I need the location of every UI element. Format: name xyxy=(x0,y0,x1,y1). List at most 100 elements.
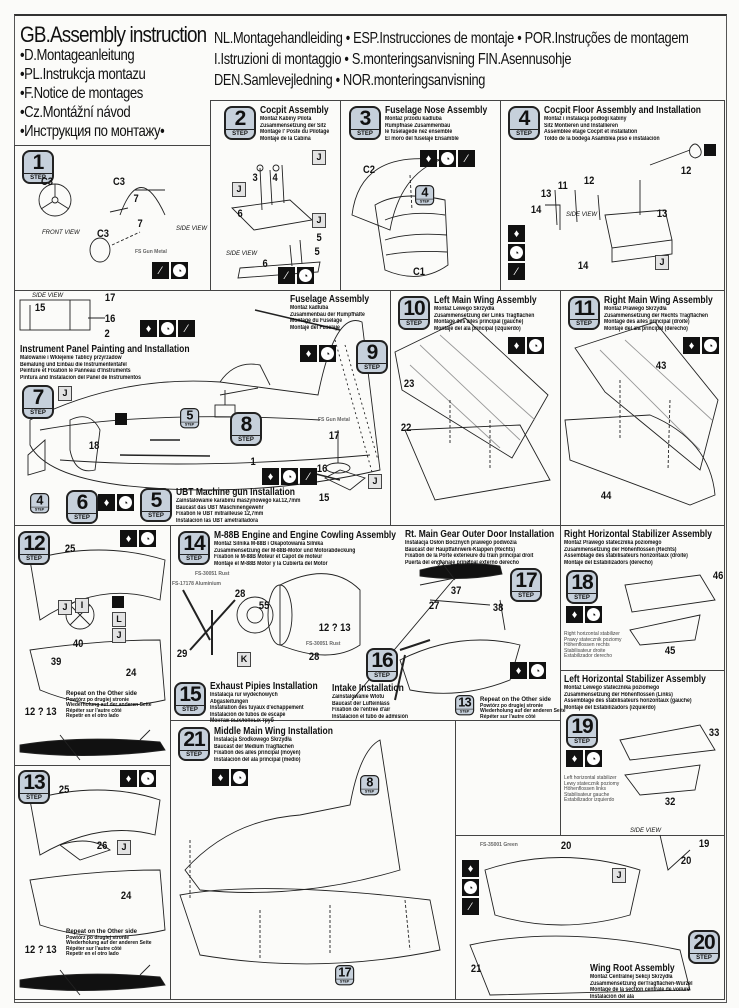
part-number: 24 xyxy=(120,890,132,902)
step-translation: Installation des tuyaux d'echappement xyxy=(210,705,304,711)
step-ref-separator: ? xyxy=(331,622,338,634)
part-number: 28 xyxy=(234,588,246,600)
step-title: Wing Root Assembly xyxy=(590,963,675,974)
step-cross-reference: 12 ? 13 xyxy=(25,706,57,718)
black-paint-swatch xyxy=(704,144,716,156)
glue-icon: ♦ xyxy=(683,337,700,354)
step-label: STEP xyxy=(176,705,204,714)
repeat-note-line: Répéter sur l'autre côté xyxy=(480,713,536,720)
step-number: 13 xyxy=(23,771,45,794)
step-translation: le fuselagede nez ensemble xyxy=(385,129,453,135)
decal-marker: L xyxy=(112,612,126,627)
repeat-note-line: Wiederholung auf der anderen Seite xyxy=(66,940,152,946)
part-number: 5 xyxy=(314,246,320,258)
repeat-note-line: Powtórz po drugiej stronie xyxy=(66,934,130,941)
decal-marker: J xyxy=(58,600,72,615)
glue-icon: ♦ xyxy=(120,530,137,547)
clock-icon: ◔ xyxy=(508,244,525,261)
part-number: 15 xyxy=(318,492,330,504)
step-6-icons: ♦ ◔ xyxy=(98,494,134,511)
side-view-label: SIDE VIEW xyxy=(226,251,258,257)
step-label: STEP xyxy=(180,554,208,563)
part-number: 16 xyxy=(316,463,328,475)
step-title: Instrument Panel Painting and Installati… xyxy=(20,344,190,355)
step-translation: Sitz Montieren und Installieren xyxy=(544,122,618,129)
step-title: Middle Main Wing Installation xyxy=(214,726,333,737)
step-translation: Puerta del engranaje principal externo d… xyxy=(405,559,519,566)
step-number: 9 xyxy=(366,341,379,364)
step-translation: Montaż Silnika M-88B i Okapotowania Siln… xyxy=(214,541,324,547)
step-translation: Instalacion las UBT ametralladora xyxy=(176,517,258,524)
step-translation: Fixation de l'entree d'air xyxy=(332,707,391,713)
step-number: 10 xyxy=(403,297,425,320)
part-number: 38 xyxy=(492,602,504,614)
step-title: Right Main Wing Assembly xyxy=(604,295,713,306)
glue-icon: ♦ xyxy=(566,606,583,623)
step-number: 8 xyxy=(240,413,253,436)
step-translation: Fixation de la Porte extérieure du train… xyxy=(405,553,534,559)
part-number: 7 xyxy=(133,193,139,205)
step-label: STEP xyxy=(181,421,198,427)
step-label: STEP xyxy=(232,435,260,444)
step-translation: Montaje del Fuselaje xyxy=(290,324,340,331)
step-translation: Montaż Centralnej Sekcji Skrzydła xyxy=(590,974,673,980)
clock-icon: ◔ xyxy=(231,769,248,786)
part-number: 23 xyxy=(403,378,415,390)
step-translation: Montaż Lewego Skrzydła xyxy=(434,306,495,312)
decal-marker: J xyxy=(112,628,126,643)
glue-icon: ♦ xyxy=(508,225,525,242)
repeat-note: Repeat on the Other side Powtórz po drug… xyxy=(480,697,566,720)
step-number: 16 xyxy=(371,649,393,672)
caption-line: Lewy statecznik poziomy xyxy=(564,780,620,787)
part-number: 12 xyxy=(680,165,692,177)
step-label: STEP xyxy=(351,129,379,138)
part-number: 44 xyxy=(600,490,612,502)
step-translation: Baucast der Lufteinlass xyxy=(332,700,390,707)
part-number: 45 xyxy=(664,645,676,657)
glue-icon: ♦ xyxy=(98,494,115,511)
step-title: Rt. Main Gear Outer Door Installation xyxy=(405,529,555,540)
step-number: 5 xyxy=(186,408,193,423)
step-translation: Instalación de tubos de escape xyxy=(210,711,286,718)
languages-right: NL.Montagehandleiding • ESP.Instruccione… xyxy=(214,28,689,91)
step-translation: Montaje del Estabilizadors (izquierdo) xyxy=(564,704,656,711)
step-translation: Instalacja Osłon Bocznych prawego podwoz… xyxy=(405,540,517,546)
step-translation: Zusammensetzung der Links Tragflächen xyxy=(434,312,535,319)
part-number: 20 xyxy=(680,855,692,867)
decal-marker: J xyxy=(58,386,72,401)
glue-icon: ♦ xyxy=(120,770,137,787)
paint-icon: ♦ xyxy=(140,320,157,337)
step-label: STEP xyxy=(358,363,386,372)
step-translation: Zusammensetzung der Höhenflossen (Rechts… xyxy=(564,546,677,553)
step-translation: Montaje el M-88B Motor y la Cubierta del… xyxy=(214,560,328,567)
step-translation: Montaz kadluba xyxy=(290,305,329,311)
step-number: 19 xyxy=(571,715,593,738)
step-title: Fuselage Nose Assembly xyxy=(385,105,488,116)
step-20-icons: ♦ ◔ ⁄ xyxy=(462,860,479,915)
step-label: STEP xyxy=(68,513,96,522)
part-number: 29 xyxy=(176,648,188,660)
step-translation: Montaż Prawego Skrzydła xyxy=(604,306,667,312)
step-number: 13 xyxy=(458,695,472,710)
repeat-note-line: Repetir en el otro lado xyxy=(66,951,119,957)
decal-marker: J xyxy=(655,255,669,270)
paint-code: FS-17178 Aluminium xyxy=(172,581,221,587)
